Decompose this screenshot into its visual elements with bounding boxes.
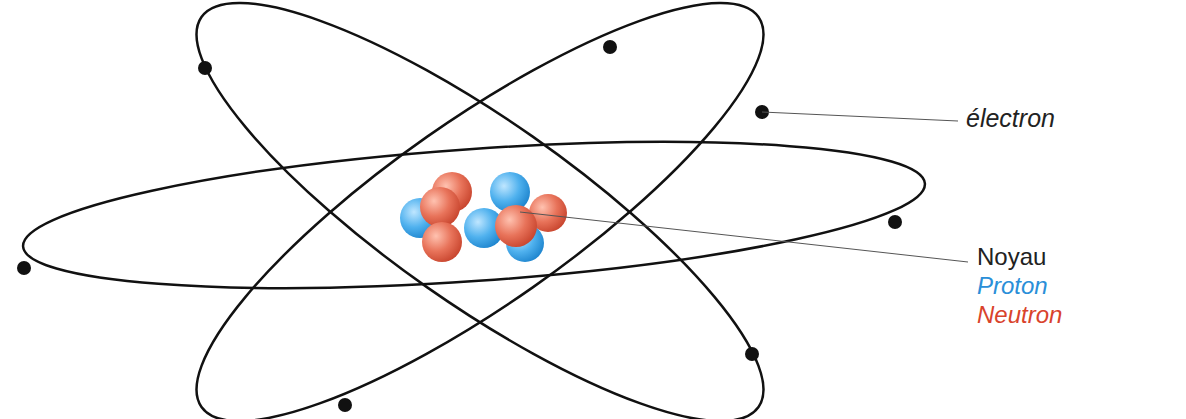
electron-dot (603, 40, 617, 54)
legend-text: Proton (977, 272, 1048, 300)
orbit (18, 118, 929, 313)
nucleus (400, 172, 567, 262)
orbits (18, 0, 929, 419)
electrons (17, 40, 902, 412)
part-label: électron (966, 104, 1055, 133)
neutron-sphere (420, 187, 460, 227)
neutron-sphere (422, 222, 462, 262)
legend-text: Neutron (977, 301, 1062, 329)
electron-dot (745, 347, 759, 361)
electron-dot (888, 215, 902, 229)
neutron-sphere (495, 205, 537, 247)
leader-line (762, 112, 958, 121)
leader-lines (520, 112, 968, 262)
electron-dot (338, 398, 352, 412)
electron-dot (17, 261, 31, 275)
orbit (149, 0, 812, 419)
orbit (149, 0, 812, 419)
leader-line (520, 212, 968, 262)
electron-dot (198, 61, 212, 75)
part-label: Noyau (977, 243, 1046, 271)
